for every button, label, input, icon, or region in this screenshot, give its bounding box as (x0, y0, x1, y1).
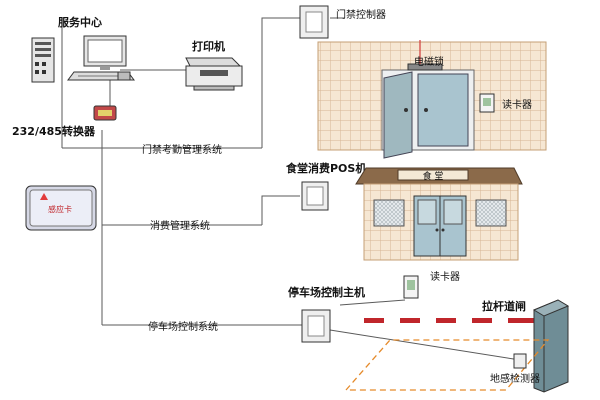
consumption-system-label: 消费管理系统 (150, 219, 210, 232)
parking-host-label: 停车场控制主机 (288, 285, 365, 299)
em-lock-label: 电磁锁 (414, 55, 444, 68)
parking-card-reader (403, 275, 419, 299)
converter-label: 232/485转换器 (12, 124, 96, 138)
canteen-pos-label: 食堂消费POS机 (286, 161, 366, 175)
ic-card-label: 感应卡 (48, 204, 72, 214)
parking-system-label: 停车场控制系统 (148, 320, 218, 333)
service-center-label: 服务中心 (58, 15, 102, 29)
access-controller-label: 门禁控制器 (336, 8, 386, 21)
canteen-sign: 食 堂 (423, 170, 444, 182)
printer-label: 打印机 (192, 39, 225, 53)
door-wall (317, 40, 547, 159)
barrier-gate (364, 299, 570, 393)
converter-icon (93, 105, 117, 121)
printer-icon (185, 57, 243, 91)
loop-detector-icon (513, 353, 527, 369)
parking-card-reader-label: 读卡器 (430, 270, 460, 283)
loop-detector-label: 地感检测器 (490, 372, 540, 385)
connection-lines (61, 17, 521, 361)
ground-loop (344, 339, 550, 391)
service-center-computer (31, 35, 135, 83)
barrier-gate-label: 拉杆道闸 (482, 299, 526, 313)
access-controller-box (299, 5, 329, 39)
parking-host-box (301, 309, 331, 343)
door-card-reader-label: 读卡器 (502, 98, 532, 111)
canteen-building (355, 167, 523, 261)
access-system-label: 门禁考勤管理系统 (142, 143, 222, 156)
canteen-pos-box (301, 181, 329, 211)
ic-card (25, 185, 97, 231)
